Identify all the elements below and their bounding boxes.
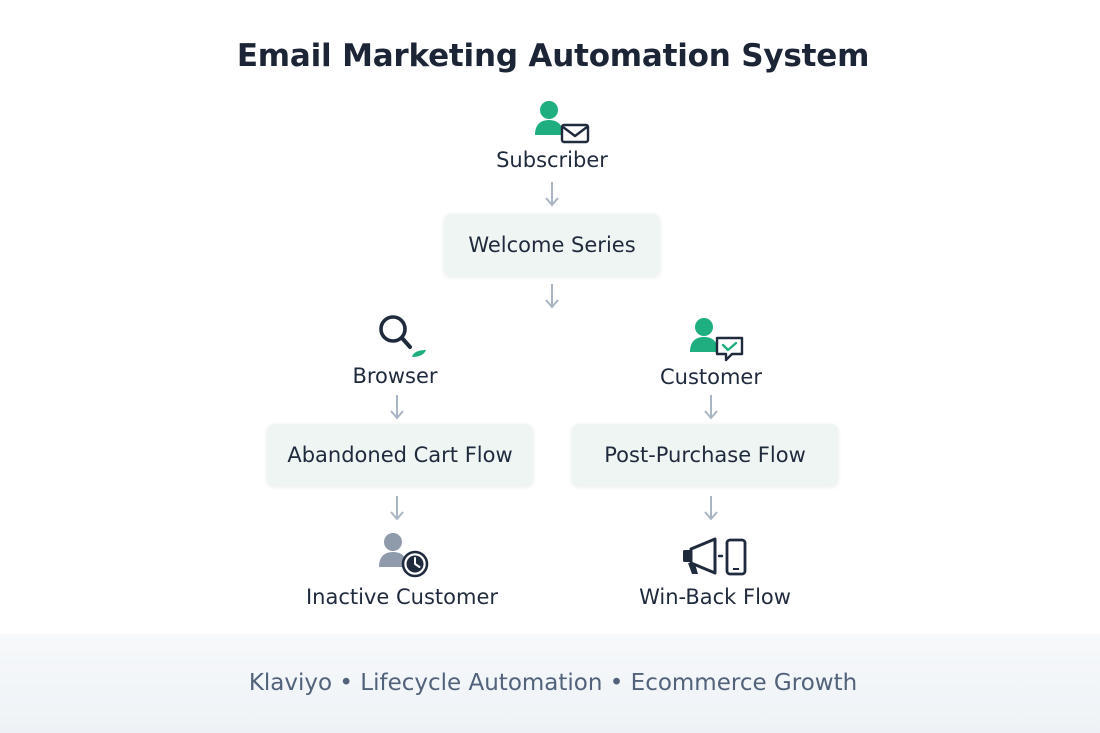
diagram-title: Email Marketing Automation System — [236, 38, 870, 74]
user-clock-icon — [379, 533, 429, 578]
footer-item-ecommerce-growth: Ecommerce Growth — [630, 670, 858, 696]
abandoned-cart-flow-label: Abandoned Cart Flow — [287, 443, 513, 467]
subscriber-label: Subscriber — [496, 148, 608, 172]
footer-item-klaviyo: Klaviyo — [248, 670, 333, 696]
arrow-post-purchase-to-win-back — [704, 496, 718, 521]
arrow-welcome-to-branches — [545, 284, 559, 309]
browser-label: Browser — [352, 364, 438, 388]
welcome-series-box: Welcome Series — [444, 214, 660, 276]
footer-separator: • — [609, 670, 624, 696]
abandoned-cart-flow-box: Abandoned Cart Flow — [267, 424, 533, 486]
footer-separator: • — [339, 670, 353, 696]
post-purchase-flow-label: Post-Purchase Flow — [604, 443, 806, 467]
welcome-series-label: Welcome Series — [468, 233, 636, 257]
footer-item-lifecycle-automation: Lifecycle Automation — [360, 670, 603, 696]
win-back-flow-label: Win-Back Flow — [639, 585, 791, 609]
arrow-abandoned-cart-to-inactive — [390, 496, 404, 521]
user-chat-check-icon — [690, 318, 744, 362]
arrow-subscriber-to-welcome — [545, 182, 559, 207]
footer-band — [0, 634, 1100, 733]
magnifier-icon — [379, 315, 426, 357]
arrow-customer-to-post-purchase — [704, 395, 718, 420]
inactive-customer-label: Inactive Customer — [305, 585, 498, 609]
megaphone-phone-icon — [683, 537, 747, 576]
footer-tagline: Klaviyo • Lifecycle Automation • Ecommer… — [0, 670, 1100, 696]
post-purchase-flow-box: Post-Purchase Flow — [572, 424, 838, 486]
customer-label: Customer — [659, 365, 762, 389]
arrow-browser-to-abandoned-cart — [390, 395, 404, 420]
user-envelope-icon — [535, 101, 590, 144]
